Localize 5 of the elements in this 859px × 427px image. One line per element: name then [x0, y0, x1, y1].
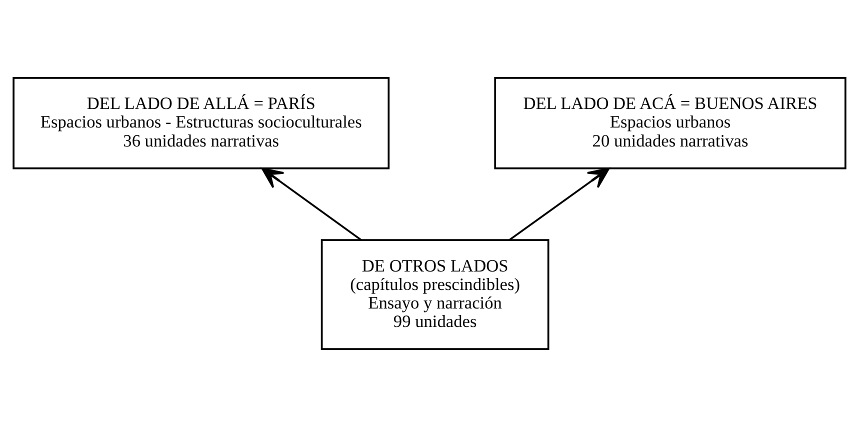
arrow [508, 168, 610, 241]
arrow [261, 168, 362, 241]
node-box: DEL LADO DE ACÁ = BUENOS AIRES Espacios urbanos 20 unidades narrativas [494, 77, 846, 170]
node-box: DE OTROS LADOS (capítulos prescindibles) Ensayo y narración 99 unidades [320, 239, 550, 350]
node-box: DEL LADO DE ALLÁ = PARÍS Espacios urbanos - Estructuras socioculturales 36 unidades narrativas [12, 77, 390, 170]
